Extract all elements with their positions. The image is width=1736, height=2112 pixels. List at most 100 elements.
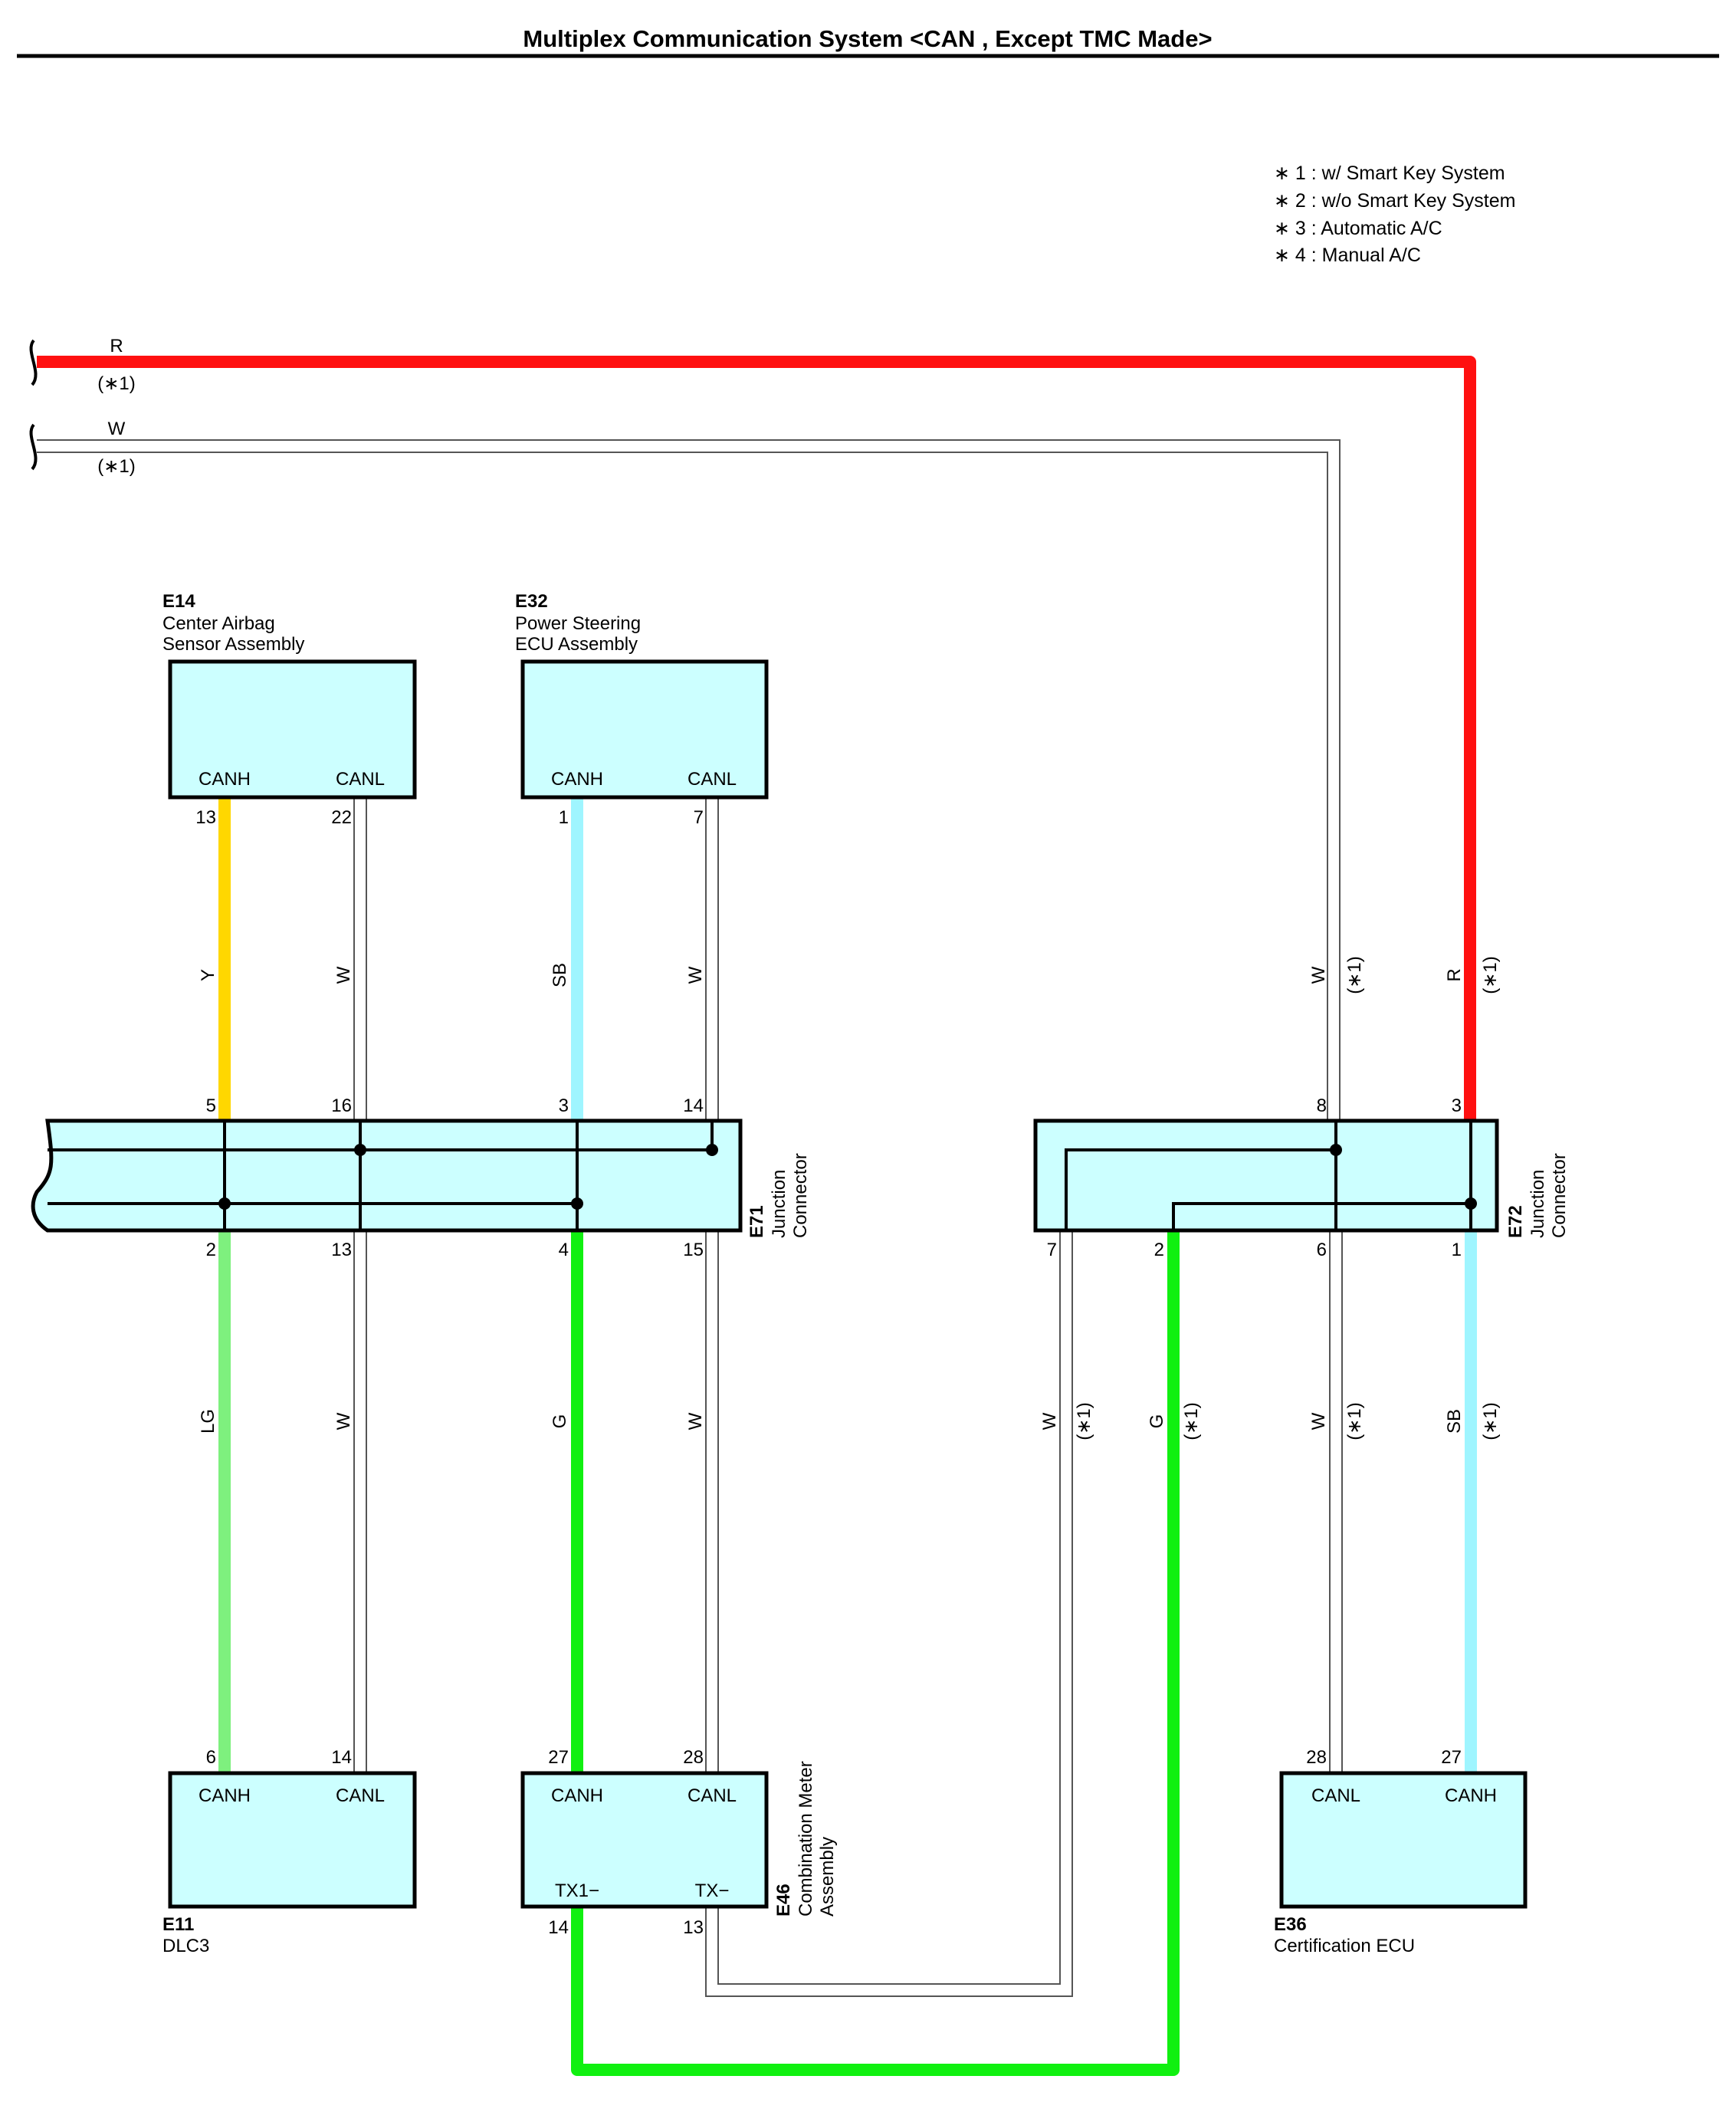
e46-term-tx1: TX1− [555,1880,599,1901]
pin-e71-top-3: 3 [559,1095,569,1116]
pin-e71-bot-3: 4 [559,1240,569,1260]
pin-e71-top-2: 16 [331,1095,352,1116]
e72-name-line2: Connector [1549,1153,1570,1238]
pin-e71-top-1: 5 [206,1095,216,1116]
pin-e72-top-1: 8 [1317,1095,1327,1116]
wire-label-g2: G [1147,1414,1167,1429]
note-2: ∗ 2 : w/o Smart Key System [1274,190,1515,212]
e14-name-line2: Sensor Assembly [162,634,304,655]
e46-term-canl: CANL [688,1785,737,1806]
wire-note-w6: (∗1) [1074,1402,1094,1440]
pin-e71-top-4: 14 [683,1095,704,1116]
wire-label-w1: W [333,966,354,984]
pin-e71-bot-2: 13 [331,1240,352,1260]
wire-label-r-incoming: R [110,336,123,356]
note-3: ∗ 3 : Automatic A/C [1274,218,1442,239]
e72-name-line1: Junction [1528,1170,1548,1238]
wire-label-sb1: SB [550,963,570,987]
note-1: ∗ 1 : w/ Smart Key System [1274,163,1505,184]
e46-term-tx: TX− [695,1880,730,1901]
component-e14: E14 Center Airbag Sensor Assembly CANH C… [162,591,417,800]
e32-name-line2: ECU Assembly [515,634,638,655]
pin-e36-canl: 28 [1306,1747,1327,1768]
e46-name-line2: Assembly [817,1837,838,1917]
wire-label-w6: W [1039,1412,1060,1430]
pin-e46-tx1: 14 [548,1917,569,1938]
e14-code: E14 [162,591,195,612]
pin-numbers: 13 22 1 7 5 16 3 14 2 13 4 15 8 3 7 2 6 … [195,807,1462,1938]
wire-labels: R (∗1) W (∗1) Y W SB W W (∗1) R (∗1) LG … [97,336,1501,1440]
wire-note-w-incoming: (∗1) [97,456,135,477]
wire-note-w7: (∗1) [1344,1402,1365,1440]
e46-code: E46 [773,1884,794,1917]
pin-e72-bot-4: 1 [1452,1240,1462,1260]
wire-note-sb2: (∗1) [1480,1402,1501,1440]
e46-name-line1: Combination Meter [796,1761,816,1917]
e71-name-line2: Connector [790,1153,811,1238]
pin-e72-top-2: 3 [1452,1095,1462,1116]
diagram-title: Multiplex Communication System <CAN , Ex… [523,25,1212,52]
e36-term-canh: CANH [1445,1785,1497,1806]
wire-label-w7: W [1308,1412,1329,1430]
e71-name-line1: Junction [769,1170,789,1238]
component-e11: CANH CANL E11 DLC3 [162,1771,417,1956]
e32-term-canl: CANL [688,769,737,790]
break-mark-w [29,423,38,471]
e14-name-line1: Center Airbag [162,613,275,634]
e14-term-canh: CANH [199,769,251,790]
wire-label-w5: W [685,1412,706,1430]
e14-term-canl: CANL [336,769,385,790]
pin-e71-bot-1: 2 [206,1240,216,1260]
wire-label-w-incoming: W [108,419,126,439]
wire-g-tx1-loop [571,1230,1180,2076]
pin-e72-bot-1: 7 [1047,1240,1057,1260]
pin-e72-bot-3: 6 [1317,1240,1327,1260]
component-e36: CANL CANH E36 Certification ECU [1274,1771,1528,1956]
break-mark-r [29,339,38,386]
e32-name-line1: Power Steering [515,613,641,634]
e11-term-canl: CANL [336,1785,385,1806]
e11-name: DLC3 [162,1936,209,1956]
note-4: ∗ 4 : Manual A/C [1274,245,1421,266]
wire-label-w2: W [685,966,706,984]
pin-e46-tx: 13 [683,1917,704,1938]
wire-label-g1: G [550,1414,570,1429]
pin-e36-canh: 27 [1441,1747,1462,1768]
wire-label-w4: W [333,1412,354,1430]
wire-label-lg: LG [198,1409,218,1434]
wire-note-r-incoming: (∗1) [97,373,135,394]
wire-note-g2: (∗1) [1181,1402,1202,1440]
junction-connector-e72: E72 Junction Connector [1033,1118,1570,1238]
pin-e14-canl: 22 [331,807,352,828]
pin-e46-canh: 27 [548,1747,569,1768]
notes-legend: ∗ 1 : w/ Smart Key System ∗ 2 : w/o Smar… [1274,163,1515,266]
pin-e32-canh: 1 [559,807,569,828]
component-e46: CANH CANL TX1− TX− E46 Combination Meter… [520,1761,838,1917]
e46-term-canh: CANH [551,1785,603,1806]
wire-label-sb2: SB [1444,1409,1465,1434]
e36-term-canl: CANL [1311,1785,1360,1806]
e32-term-canh: CANH [551,769,603,790]
pin-e11-canh: 6 [206,1747,216,1768]
e71-code: E71 [747,1205,767,1238]
pin-e32-canl: 7 [694,807,704,828]
wire-w-incoming [37,439,1341,1121]
e11-term-canh: CANH [199,1785,251,1806]
wire-label-y: Y [198,969,218,981]
e11-code: E11 [162,1914,194,1935]
wire-r-incoming [37,356,1476,1121]
e36-name: Certification ECU [1274,1936,1415,1956]
e32-code: E32 [515,591,548,612]
junction-connector-e71: E71 Junction Connector [31,1118,811,1238]
wire-w-tx-loop [705,1230,1073,1997]
e72-code: E72 [1505,1205,1526,1238]
wire-note-w3: (∗1) [1344,956,1365,994]
pin-e46-canl: 28 [683,1747,704,1768]
wire-label-w3: W [1308,966,1329,984]
pin-e71-bot-4: 15 [683,1240,704,1260]
pin-e11-canl: 14 [331,1747,352,1768]
pin-e72-bot-2: 2 [1154,1240,1164,1260]
component-e32: E32 Power Steering ECU Assembly CANH CAN… [515,591,769,800]
e36-code: E36 [1274,1914,1307,1935]
